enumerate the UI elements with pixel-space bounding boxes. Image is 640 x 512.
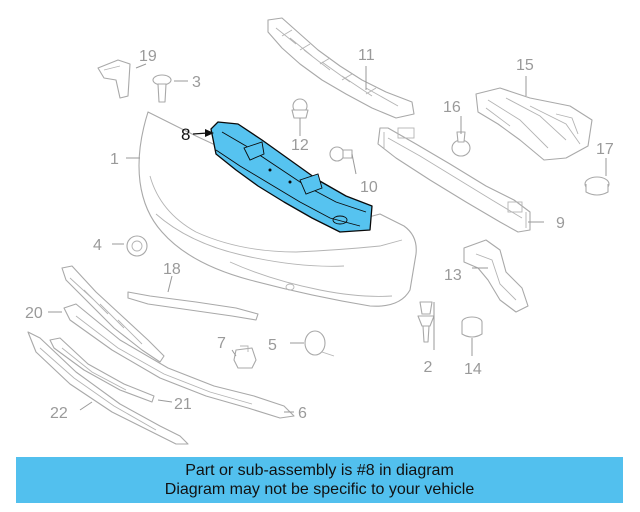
part-21	[49, 337, 155, 403]
callout-18: 18	[163, 261, 181, 278]
part-9	[377, 127, 531, 233]
part-2	[417, 301, 435, 343]
leader-lines	[48, 63, 607, 413]
callout-1: 1	[110, 151, 119, 168]
callout-19: 19	[139, 48, 157, 65]
callout-9: 9	[556, 215, 565, 232]
callout-15: 15	[516, 57, 534, 74]
part-13	[463, 239, 529, 313]
callout-21: 21	[174, 396, 192, 413]
part-16	[451, 131, 471, 157]
part-3	[152, 74, 172, 103]
callout-5: 5	[268, 337, 277, 354]
part-8-highlighted	[210, 121, 373, 233]
callout-12: 12	[291, 137, 309, 154]
callout-13: 13	[444, 267, 462, 284]
part-14	[461, 316, 483, 338]
callout-labels: 1 2 3 4 5 6 7 9 10 11 12 13 14 15 16 17 …	[25, 47, 614, 422]
part-17	[584, 176, 610, 196]
callout-22: 22	[50, 405, 68, 422]
callout-14: 14	[464, 361, 482, 378]
callout-11: 11	[358, 47, 375, 64]
callout-2: 2	[424, 359, 433, 376]
part-12	[291, 98, 309, 119]
callout-17: 17	[596, 141, 614, 158]
callout-7: 7	[217, 335, 226, 352]
banner-line-1: Part or sub-assembly is #8 in diagram	[185, 462, 454, 479]
part-11	[267, 17, 415, 119]
banner-line-2: Diagram may not be specific to your vehi…	[164, 481, 475, 498]
callout-16: 16	[443, 99, 461, 116]
part-18	[127, 291, 259, 321]
callout-4: 4	[93, 237, 102, 254]
part-19	[97, 59, 131, 99]
parts-diagram: 8 1 2 3 4 5 6 7 9 10 11 12 13 14 15 16 1…	[25, 17, 614, 445]
part-5	[304, 330, 335, 357]
part-4	[126, 235, 148, 257]
callout-3: 3	[192, 74, 201, 91]
part-7	[233, 345, 257, 369]
part-15	[475, 87, 593, 161]
part-20	[61, 265, 165, 363]
info-banner: Part or sub-assembly is #8 in diagram Di…	[16, 457, 623, 503]
callout-8: 8	[181, 125, 214, 144]
callout-10: 10	[360, 179, 378, 196]
callout-20: 20	[25, 305, 43, 322]
part-6	[63, 303, 295, 419]
part-1	[138, 111, 417, 307]
part-10	[329, 146, 353, 162]
part-22	[27, 331, 189, 445]
svg-text:8: 8	[181, 125, 190, 144]
callout-6: 6	[298, 405, 307, 422]
